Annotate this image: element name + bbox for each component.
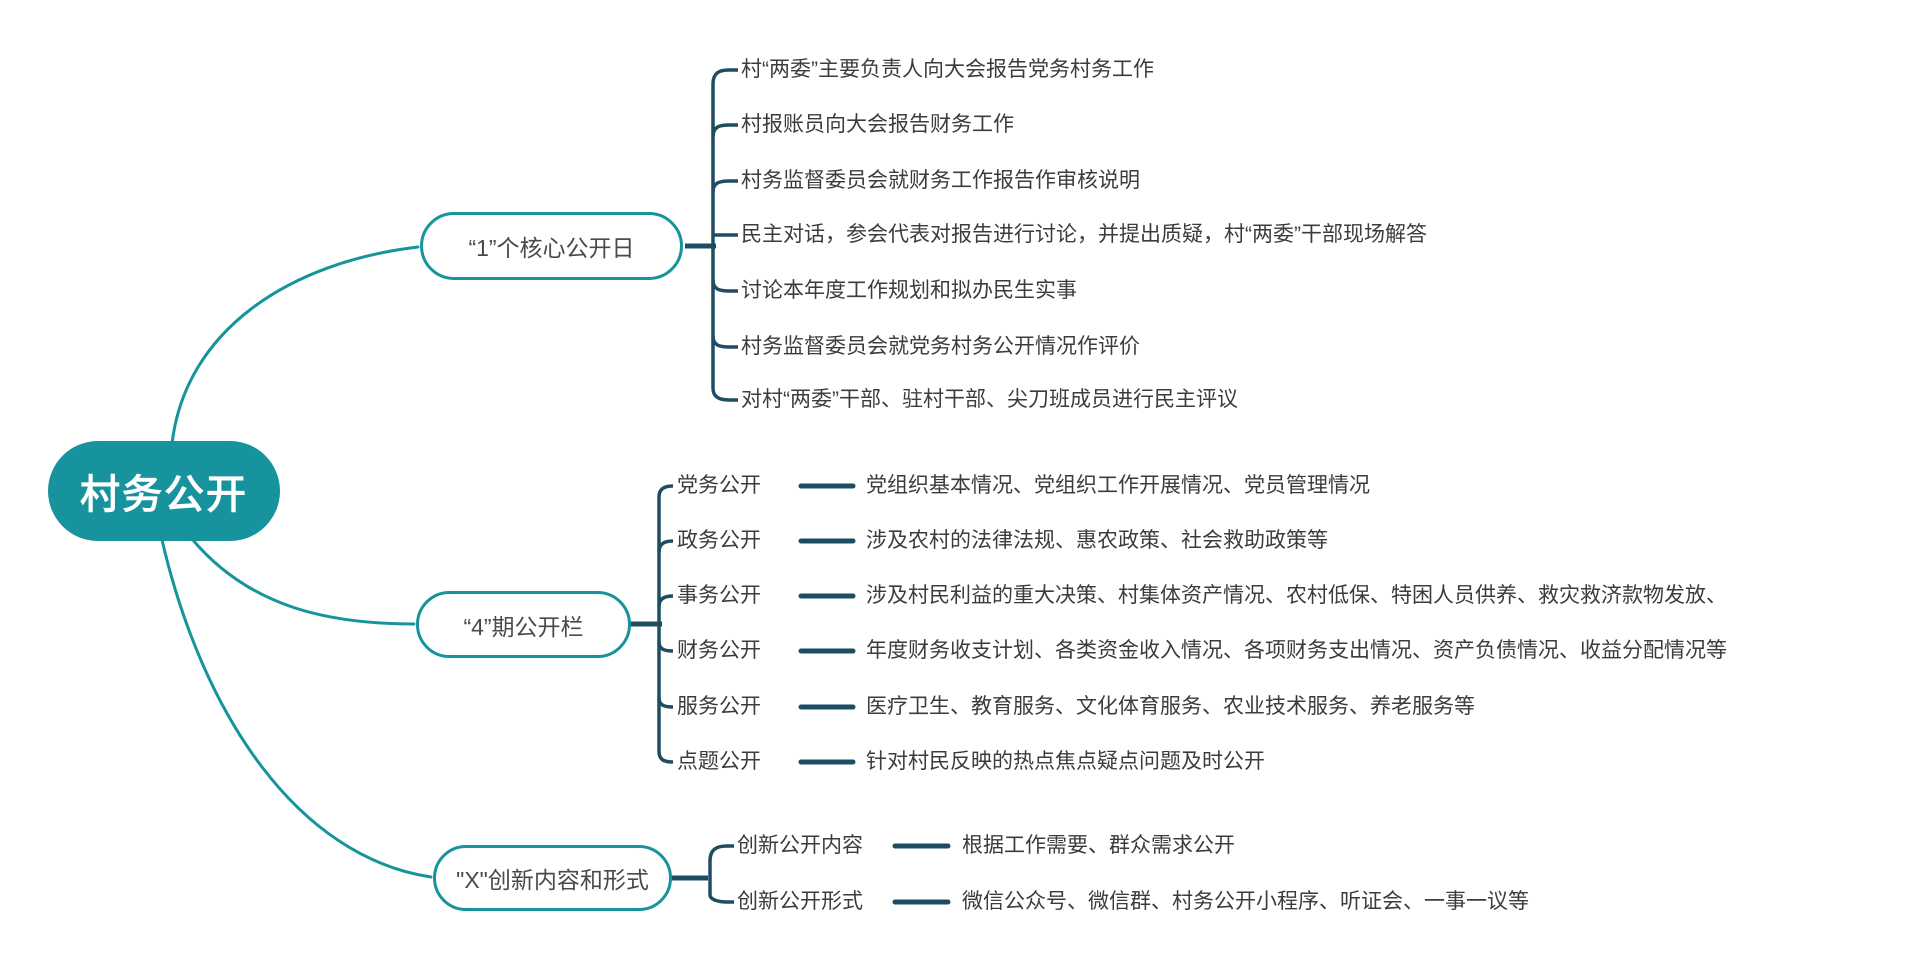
branch-node-open-board[interactable]: “4”期公开栏: [416, 591, 631, 658]
sub-node-desc[interactable]: 微信公众号、微信群、村务公开小程序、听证会、一事一议等: [962, 890, 1529, 913]
sub-node-label[interactable]: 服务公开: [677, 695, 761, 718]
leaf-text[interactable]: 村务监督委员会就财务工作报告作审核说明: [741, 169, 1140, 192]
sub-node-label[interactable]: 创新公开内容: [737, 834, 863, 857]
branch-node-core-open-day[interactable]: “1”个核心公开日: [420, 212, 683, 280]
sub-node-desc[interactable]: 根据工作需要、群众需求公开: [962, 834, 1235, 857]
root-node[interactable]: 村务公开: [48, 441, 280, 541]
branch-node-label: "X"创新内容和形式: [456, 867, 649, 893]
root-to-branch2-curve: [190, 537, 416, 626]
row-dashes: [798, 483, 951, 905]
sub-node-desc[interactable]: 党组织基本情况、党组织工作开展情况、党员管理情况: [866, 474, 1370, 497]
sub-node-desc[interactable]: 医疗卫生、教育服务、文化体育服务、农业技术服务、养老服务等: [866, 695, 1475, 718]
sub-node-desc[interactable]: 针对村民反映的热点焦点疑点问题及时公开: [866, 750, 1265, 773]
branch-node-label: “1”个核心公开日: [468, 235, 635, 261]
branch-node-innovation[interactable]: "X"创新内容和形式: [433, 845, 672, 911]
branch2-trunk-and-hooks: [657, 484, 674, 764]
sub-node-label[interactable]: 财务公开: [677, 639, 761, 662]
leaf-text[interactable]: 讨论本年度工作规划和拟办民生实事: [741, 279, 1077, 302]
branch3-trunk-and-hooks: [708, 844, 734, 904]
sub-node-label[interactable]: 点题公开: [677, 750, 761, 773]
sub-node-desc[interactable]: 涉及农村的法律法规、惠农政策、社会救助政策等: [866, 529, 1328, 552]
leaf-text[interactable]: 对村“两委”干部、驻村干部、尖刀班成员进行民主评议: [741, 388, 1238, 411]
sub-node-label[interactable]: 政务公开: [677, 529, 761, 552]
sub-node-label[interactable]: 事务公开: [677, 584, 761, 607]
leaf-text[interactable]: 村“两委”主要负责人向大会报告党务村务工作: [741, 58, 1154, 81]
sub-node-label[interactable]: 党务公开: [677, 474, 761, 497]
root-label: 村务公开: [80, 473, 248, 517]
sub-node-desc[interactable]: 涉及村民利益的重大决策、村集体资产情况、农村低保、特困人员供养、救灾救济款物发放…: [866, 584, 1727, 607]
root-to-branch1-curve: [170, 245, 420, 446]
leaf-text[interactable]: 民主对话，参会代表对报告进行讨论，并提出质疑，村“两委”干部现场解答: [741, 223, 1427, 246]
sub-node-desc[interactable]: 年度财务收支计划、各类资金收入情况、各项财务支出情况、资产负债情况、收益分配情况…: [866, 639, 1727, 662]
leaf-text[interactable]: 村务监督委员会就党务村务公开情况作评价: [741, 335, 1140, 358]
root-to-branch3-curve: [160, 538, 433, 879]
leaf-text[interactable]: 村报账员向大会报告财务工作: [741, 113, 1014, 136]
branch1-trunk-and-hooks: [711, 68, 738, 402]
branch-node-label: “4”期公开栏: [463, 613, 584, 640]
sub-node-label[interactable]: 创新公开形式: [737, 890, 863, 913]
